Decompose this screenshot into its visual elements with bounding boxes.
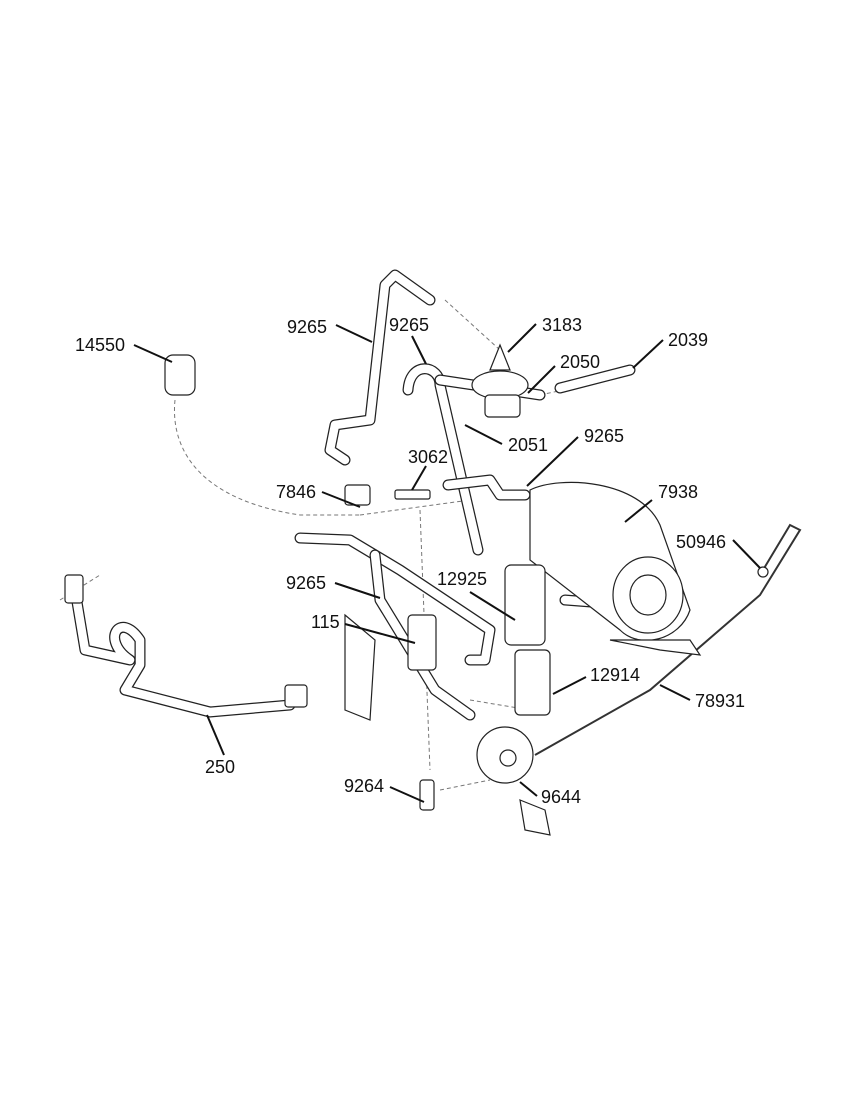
callout-7846: 7846 — [276, 482, 316, 502]
parts — [64, 343, 769, 836]
part-14550-shape — [164, 354, 196, 396]
assembly-guide-lines — [59, 299, 611, 791]
part-3062-shape — [394, 489, 431, 500]
part-12925-shape — [504, 564, 546, 646]
part-9264-shape — [419, 779, 435, 811]
callout-labels: 14550 9265 9265 3183 2039 2050 2051 9265… — [75, 315, 745, 807]
callout-9265: 9265 — [584, 426, 624, 446]
callout-50946: 50946 — [676, 532, 726, 552]
callout-9265: 9265 — [286, 573, 326, 593]
callout-9265: 9265 — [389, 315, 429, 335]
callout-2050: 2050 — [560, 352, 600, 372]
callout-250: 250 — [205, 757, 235, 777]
callout-7938: 7938 — [658, 482, 698, 502]
callout-2051: 2051 — [508, 435, 548, 455]
part-50946-shape — [757, 566, 769, 578]
part-2050-shape — [484, 394, 521, 418]
callout-12925: 12925 — [437, 569, 487, 589]
callout-12914: 12914 — [590, 665, 640, 685]
callout-3183: 3183 — [542, 315, 582, 335]
callout-9265: 9265 — [287, 317, 327, 337]
part-115-shape — [407, 614, 437, 671]
callout-115: 115 — [311, 612, 340, 632]
leader-lines — [133, 323, 761, 803]
callout-9644: 9644 — [541, 787, 581, 807]
callout-78931: 78931 — [695, 691, 745, 711]
part-12914-shape — [514, 649, 551, 716]
callout-9264: 9264 — [344, 776, 384, 796]
callout-2039: 2039 — [668, 330, 708, 350]
callout-3062: 3062 — [408, 447, 448, 467]
callout-14550: 14550 — [75, 335, 125, 355]
